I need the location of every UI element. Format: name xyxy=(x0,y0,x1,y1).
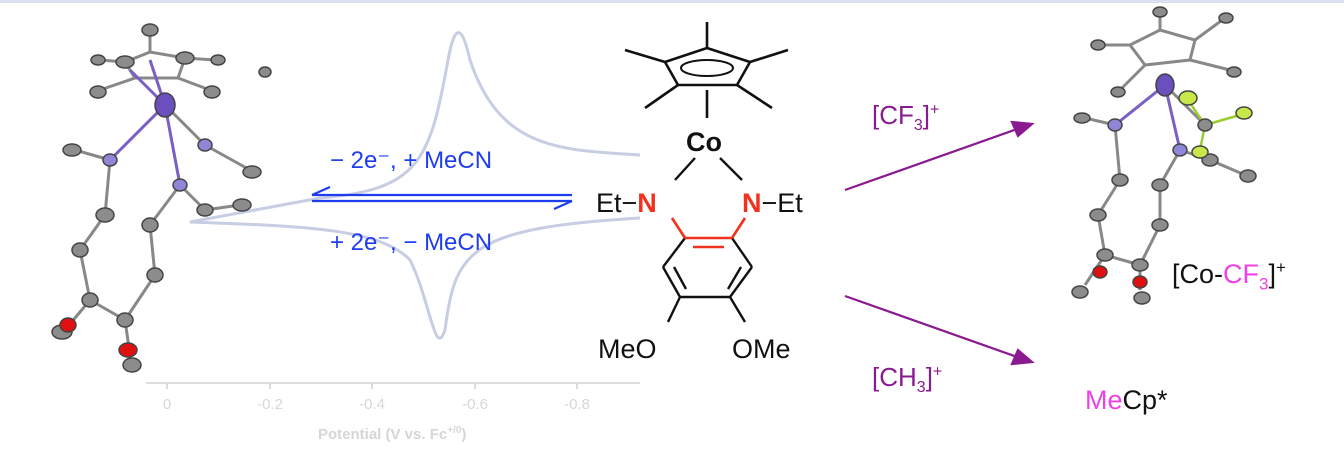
cf3-sub: 3 xyxy=(1259,274,1269,294)
methoxy-left-label: MeO xyxy=(598,334,657,364)
cf3-reagent-label: [CF3]+ xyxy=(872,100,940,135)
me-text: Me xyxy=(1085,385,1123,415)
orep-structure-left xyxy=(51,23,272,373)
cobalt-label: Co xyxy=(686,127,722,157)
cp-star-ligand xyxy=(624,22,789,118)
reaction-arrows xyxy=(844,120,1035,366)
charge-sup: + xyxy=(1276,258,1286,277)
red-bonds xyxy=(670,217,747,249)
nitrogen-label: N xyxy=(742,188,762,218)
co-text: [Co- xyxy=(1172,259,1224,289)
x-axis-title-sup: +/0 xyxy=(447,425,462,436)
x-tick-label: -0.2 xyxy=(257,396,283,413)
ch3-sup: + xyxy=(932,363,943,381)
x-tick-label: -0.8 xyxy=(564,396,590,413)
ethyl-text: Et− xyxy=(596,188,638,218)
cv-x-axis xyxy=(146,382,640,389)
cf3-sup: + xyxy=(930,101,940,119)
ortep-structure-right xyxy=(1071,6,1257,305)
left-ethyl-label: Et−N xyxy=(596,188,657,219)
diamide-ligand xyxy=(661,157,753,323)
ch3-sub: 3 xyxy=(916,379,926,397)
equilibrium-arrows xyxy=(311,185,573,211)
x-axis-title: Potential (V vs. Fc+/0) xyxy=(318,425,466,443)
cyclic-voltammogram xyxy=(189,31,641,340)
mecp-product-label: MeCp* xyxy=(1085,385,1168,416)
ethyl-text: −Et xyxy=(761,188,803,218)
reduction-label: + 2e⁻, − MeCN xyxy=(330,229,493,256)
x-tick-label: -0.4 xyxy=(359,396,385,413)
cf-text: CF xyxy=(1223,259,1260,289)
co-cf3-product-label: [Co-CF3]+ xyxy=(1172,258,1286,294)
cf3-sub: 3 xyxy=(913,117,923,135)
x-axis-title-end: ) xyxy=(461,426,467,443)
x-tick-label: -0.6 xyxy=(462,396,488,413)
ch3-reagent-label: [CH3]+ xyxy=(872,362,943,397)
right-ethyl-label: N−Et xyxy=(742,188,803,219)
cp-star-text: Cp* xyxy=(1122,385,1168,415)
cf3-text: [CF xyxy=(872,100,914,130)
oxidation-label: − 2e⁻, + MeCN xyxy=(330,147,493,174)
methoxy-right-label: OMe xyxy=(732,334,791,364)
x-tick-label: 0 xyxy=(162,396,172,413)
top-border xyxy=(0,0,1344,3)
x-axis-title-text: Potential (V vs. Fc xyxy=(318,426,448,443)
ch3-text: [CH xyxy=(872,362,917,392)
nitrogen-label: N xyxy=(637,188,657,218)
